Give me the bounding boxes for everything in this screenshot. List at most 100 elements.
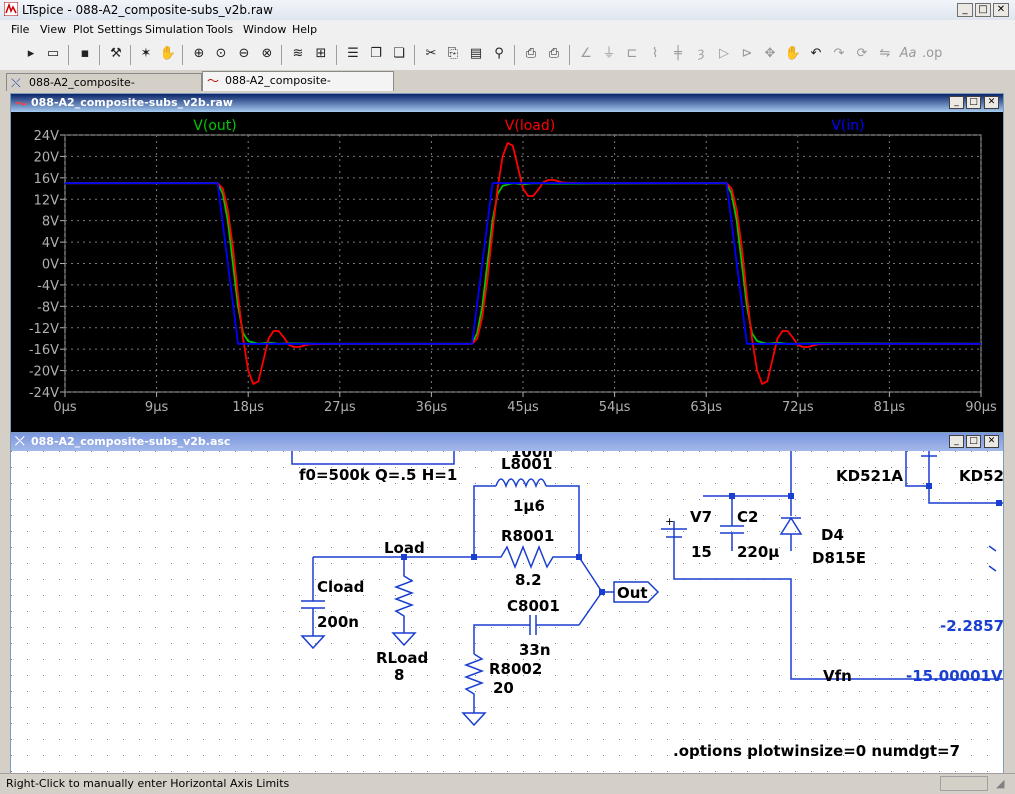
r8001-value[interactable]: 8.2: [515, 571, 542, 589]
waveform-minimize-button[interactable]: _: [949, 96, 964, 109]
drag-icon[interactable]: ✋: [784, 46, 802, 61]
pick-visible-traces-icon[interactable]: ⊞: [315, 46, 327, 61]
cascade-icon[interactable]: ❐: [370, 46, 382, 61]
print-icon[interactable]: ⎙: [548, 46, 560, 61]
schematic-close-button[interactable]: ✕: [984, 435, 999, 448]
control-panel-icon[interactable]: ⚒: [110, 46, 122, 61]
r8002-value[interactable]: 20: [493, 679, 514, 697]
c8001-value[interactable]: 33n: [519, 641, 551, 659]
menu-plot-settings[interactable]: Plot Settings: [73, 23, 143, 36]
r8002-name[interactable]: R8002: [489, 660, 542, 678]
capacitor-icon[interactable]: ╪: [674, 46, 682, 61]
new-schematic-icon[interactable]: ▸: [27, 46, 35, 61]
redo-icon[interactable]: ↷: [833, 46, 845, 61]
options-directive[interactable]: .options plotwinsize=0 numdgt=7: [673, 742, 960, 760]
l8001-value-top: 100n: [511, 451, 553, 461]
resize-grip-icon[interactable]: ◢: [996, 777, 1005, 790]
cut-icon[interactable]: ✂: [425, 46, 437, 61]
tab-schematic[interactable]: ⤬ 088-A2_composite-subs_v2b.asc: [6, 73, 202, 106]
menu-window[interactable]: Window: [243, 23, 287, 36]
diode-icon[interactable]: ▷: [719, 46, 729, 61]
v7-name[interactable]: V7: [690, 508, 712, 526]
menu-help[interactable]: Help: [292, 23, 318, 36]
waveform-maximize-button[interactable]: □: [966, 96, 981, 109]
trace-label[interactable]: V(in): [831, 118, 864, 134]
kd521a-label[interactable]: KD521A: [836, 467, 903, 485]
copy-icon[interactable]: ⎘: [447, 46, 459, 61]
tile-vertical-icon[interactable]: ❏: [393, 46, 405, 61]
vfn-net-label[interactable]: Vfn: [823, 667, 852, 685]
minimize-button[interactable]: _: [957, 3, 973, 17]
text-icon[interactable]: Aa: [899, 46, 917, 61]
rload-name[interactable]: RLoad: [376, 649, 428, 667]
open-icon[interactable]: ▭: [46, 46, 60, 61]
status-panel: [940, 776, 988, 791]
l8001-name[interactable]: L8001: [501, 455, 552, 473]
spice-directive-icon[interactable]: .op: [922, 46, 943, 61]
halt-icon[interactable]: ✋: [159, 46, 177, 61]
resistor-icon[interactable]: ⌇: [651, 46, 659, 61]
component-icon[interactable]: ⊳: [741, 46, 753, 61]
y-tick-label: -16V: [29, 343, 59, 358]
trace-label[interactable]: V(out): [193, 118, 236, 134]
c2-value[interactable]: 220µ: [737, 543, 779, 561]
x-tick-label: 9µs: [145, 400, 169, 415]
zoom-out-icon[interactable]: ⊖: [238, 46, 250, 61]
trace-v-load[interactable]: [65, 142, 981, 385]
out-net-label[interactable]: Out: [617, 584, 648, 602]
waveform-window-title: 088-A2_composite-subs_v2b.raw: [31, 96, 233, 109]
inductor-icon[interactable]: ȝ: [697, 46, 705, 61]
waveform-plot[interactable]: 24V20V16V12V8V4V0V-4V-8V-12V-16V-20V-24V…: [11, 112, 1003, 432]
draw-wire-icon[interactable]: ∠: [580, 46, 592, 61]
zoom-area-icon[interactable]: ⊙: [215, 46, 227, 61]
x-tick-label: 18µs: [232, 400, 264, 415]
menu-tools[interactable]: Tools: [206, 23, 234, 36]
maximize-button[interactable]: □: [975, 3, 991, 17]
menu-file[interactable]: File: [11, 23, 30, 36]
v7-value[interactable]: 15: [691, 543, 712, 561]
undo-icon[interactable]: ↶: [810, 46, 822, 61]
zoom-in-icon[interactable]: ⊕: [193, 46, 205, 61]
d4-name[interactable]: D4: [821, 526, 844, 544]
mirror-icon[interactable]: ⇋: [879, 46, 891, 61]
run-icon[interactable]: ✶: [140, 46, 152, 61]
waveform-close-button[interactable]: ✕: [984, 96, 999, 109]
c2-name[interactable]: C2: [737, 508, 758, 526]
menu-view[interactable]: View: [40, 23, 67, 36]
r8001-name[interactable]: R8001: [501, 527, 554, 545]
y-tick-label: -8V: [37, 300, 59, 315]
tile-horizontal-icon[interactable]: ☰: [347, 46, 359, 61]
menu-simulation[interactable]: Simulation: [145, 23, 204, 36]
trace-label[interactable]: V(load): [505, 118, 555, 134]
paste-icon[interactable]: ▤: [469, 46, 483, 61]
rotate-icon[interactable]: ⟳: [856, 46, 868, 61]
l8001-value[interactable]: 1µ6: [513, 497, 545, 515]
window-title: LTspice - 088-A2_composite-subs_v2b.raw: [22, 3, 273, 17]
cload-value[interactable]: 200n: [317, 613, 359, 631]
find-icon[interactable]: ⚲: [494, 46, 504, 61]
y-tick-label: 4V: [42, 236, 59, 251]
d4-value[interactable]: D815E: [812, 549, 866, 567]
schematic-minimize-button[interactable]: _: [949, 435, 964, 448]
load-net-label[interactable]: Load: [384, 539, 425, 557]
tab-waveform[interactable]: 〜 088-A2_composite-subs_v2b.raw: [202, 71, 394, 104]
y-tick-label: -4V: [37, 279, 59, 294]
autorange-icon[interactable]: ≋: [292, 46, 304, 61]
zoom-cancel-icon[interactable]: ⊗: [261, 46, 273, 61]
c8001-name[interactable]: C8001: [507, 597, 560, 615]
move-icon[interactable]: ✥: [764, 46, 776, 61]
print-setup-icon[interactable]: ⎙: [525, 46, 537, 61]
trace-v-in[interactable]: [65, 182, 981, 345]
kd52-label[interactable]: KD52: [959, 467, 1003, 485]
directive-text[interactable]: f0=500k Q=.5 H=1: [299, 466, 457, 484]
cload-name[interactable]: Cload: [317, 578, 364, 596]
close-button[interactable]: ✕: [993, 3, 1009, 17]
v7-plus-sign: +: [665, 515, 674, 528]
schematic-maximize-button[interactable]: □: [966, 435, 981, 448]
save-icon[interactable]: ▪: [80, 46, 90, 61]
ground-icon[interactable]: ⏚: [602, 46, 616, 61]
net-label-icon[interactable]: ⊏: [626, 46, 638, 61]
schematic-window-titlebar: ⤬ 088-A2_composite-subs_v2b.asc _ □ ✕: [11, 433, 1003, 451]
schematic-canvas[interactable]: f0=500k Q=.5 H=1 100n L8001 1µ6 R8001 8.…: [11, 451, 1003, 773]
rload-value[interactable]: 8: [394, 666, 404, 684]
